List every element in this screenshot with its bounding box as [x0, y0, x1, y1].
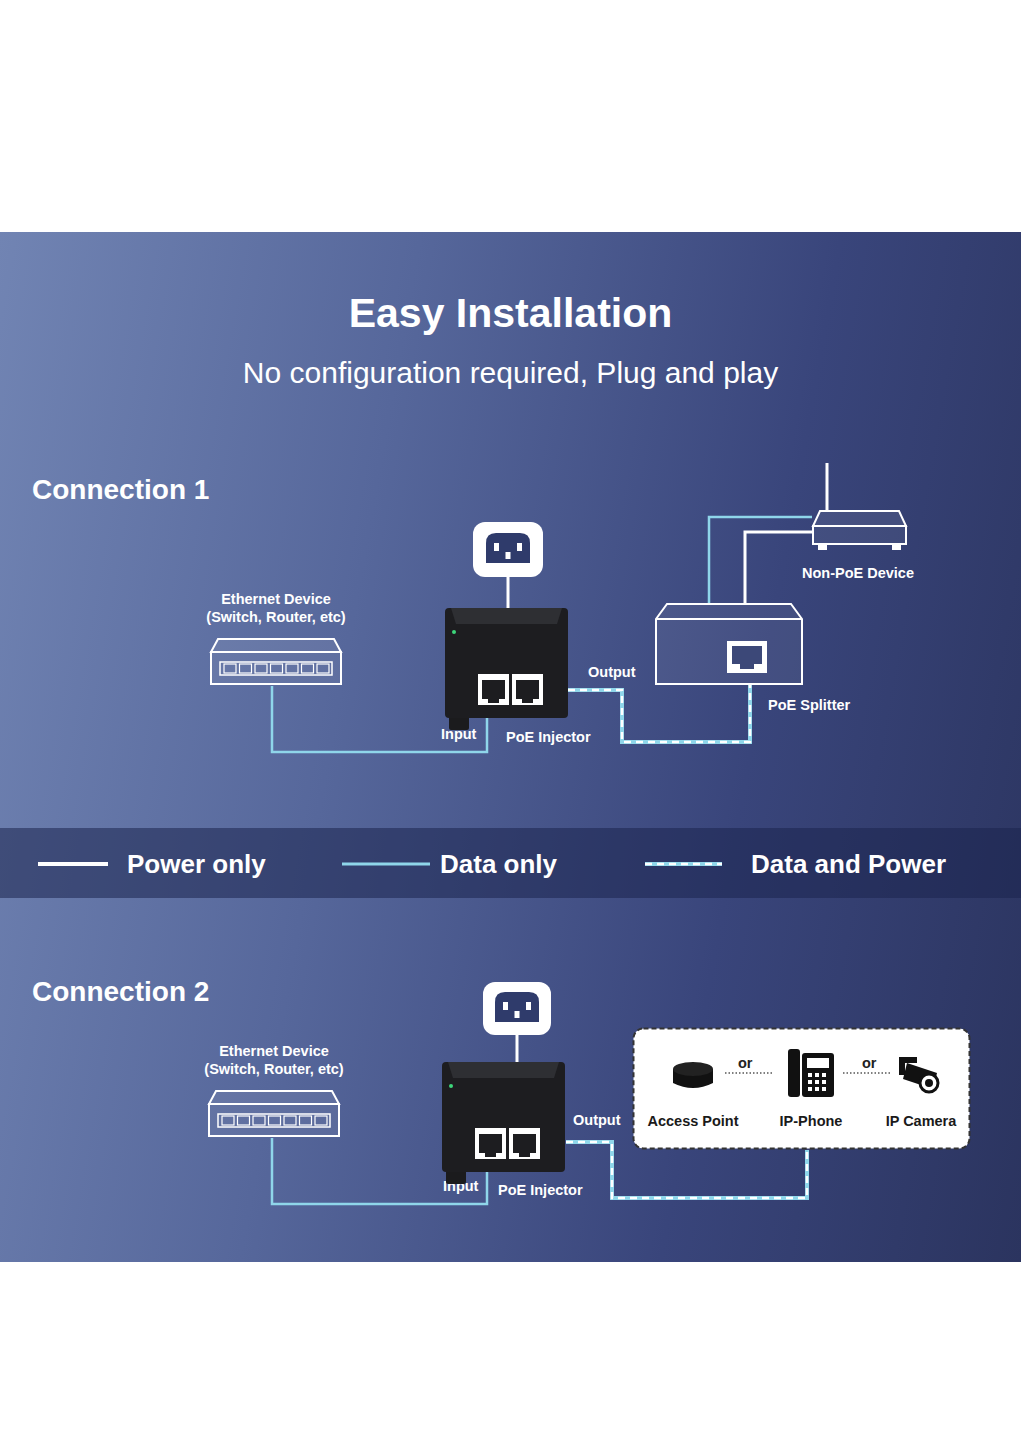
ip-camera-icon — [891, 1053, 951, 1113]
node-label: PoE Injector — [498, 1181, 583, 1199]
node-label: PoE Splitter — [768, 696, 850, 714]
node-label: or — [862, 1054, 877, 1072]
device-group-box: or orAccess Point IP-Phone IP Camera — [632, 1027, 971, 1150]
node-label: PoE Injector — [506, 728, 591, 746]
legend-text: Power only — [127, 848, 266, 880]
subtitle: No configuration required, Plug and play — [0, 356, 1021, 390]
node-label: IP-Phone — [780, 1112, 843, 1130]
cable-line — [745, 532, 812, 603]
non-poe-router-icon — [812, 510, 907, 552]
ethernet-switch-icon — [208, 1090, 340, 1138]
access-point-icon — [663, 1053, 723, 1113]
cable-line — [709, 517, 812, 603]
power-plug — [483, 982, 551, 1064]
cable-line — [566, 1142, 807, 1198]
section-heading: Connection 1 — [32, 474, 209, 506]
section-heading: Connection 2 — [32, 976, 209, 1008]
cable-line — [568, 685, 750, 742]
legend-sample — [38, 862, 108, 866]
node-label: Ethernet Device (Switch, Router, etc) — [194, 1042, 354, 1078]
power-plug — [473, 522, 543, 610]
port-label: Output — [588, 664, 636, 680]
cable-connector — [566, 1142, 807, 1198]
port-label: Output — [573, 1112, 621, 1128]
ethernet-switch-icon — [210, 638, 342, 686]
poe-injector: PoE Injector — [442, 1062, 566, 1172]
ethernet-switch: Ethernet Device (Switch, Router, etc) — [210, 638, 342, 686]
node-label: IP Camera — [886, 1112, 957, 1130]
cable-line — [568, 685, 750, 742]
node-label: Non-PoE Device — [802, 564, 914, 582]
poe-injector: PoE Injector — [445, 608, 568, 718]
node-label: Ethernet Device (Switch, Router, etc) — [196, 590, 356, 626]
node-label: or — [738, 1054, 753, 1072]
ip-phone-icon — [781, 1047, 841, 1107]
poe-injector-icon — [442, 1062, 565, 1172]
cable-connector — [745, 532, 812, 603]
poe-splitter-icon — [655, 603, 803, 685]
ip-camera: IP Camera — [878, 1047, 964, 1135]
ip-phone: IP-Phone — [771, 1047, 851, 1135]
access-point: Access Point — [643, 1047, 743, 1135]
node-label: Access Point — [647, 1112, 738, 1130]
cable-connector — [709, 517, 812, 603]
legend-text: Data and Power — [751, 848, 946, 880]
poe-injector-icon — [445, 608, 568, 718]
cable-line — [566, 1142, 807, 1198]
page-title: Easy Installation — [0, 290, 1021, 337]
legend-sample — [342, 863, 430, 866]
legend-text: Data only — [440, 848, 557, 880]
poe-splitter: PoE Splitter — [655, 603, 803, 685]
cable-connector — [568, 685, 750, 742]
non-poe-router: Non-PoE Device — [812, 510, 907, 552]
ethernet-switch: Ethernet Device (Switch, Router, etc) — [208, 1090, 340, 1138]
legend-sample — [645, 864, 722, 865]
